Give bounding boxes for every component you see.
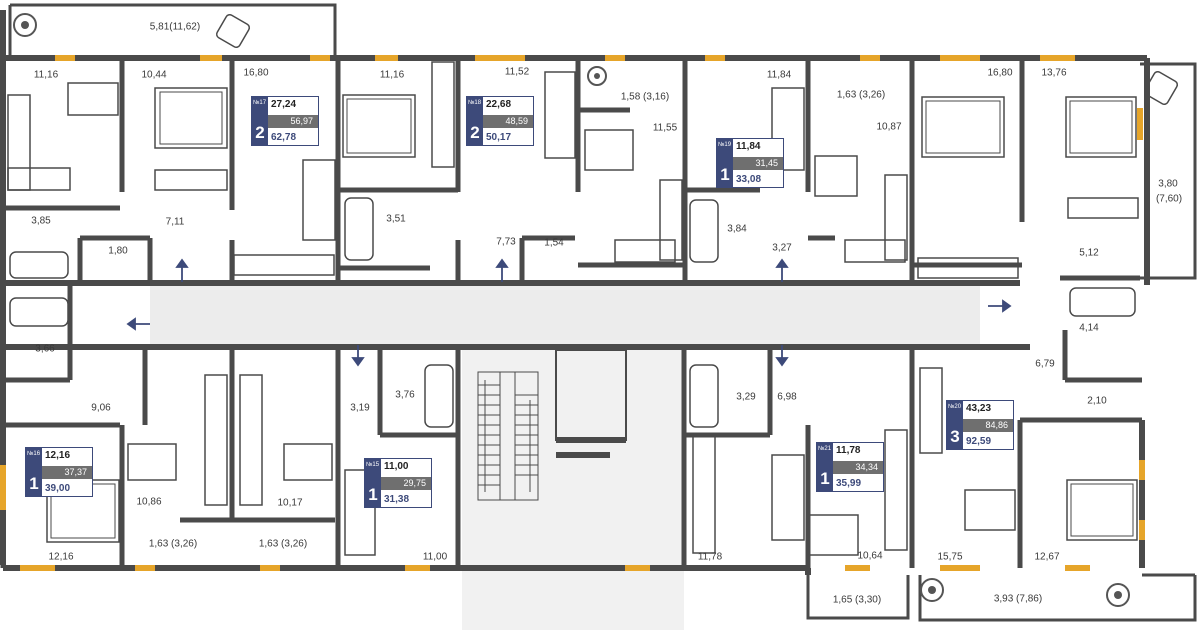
room-count: 2	[255, 123, 265, 142]
stairwell	[462, 348, 684, 630]
total-area-with-balcony: 33,08	[736, 174, 762, 185]
total-area-with-balcony: 31,38	[384, 494, 410, 505]
apartment-number: №21	[818, 446, 832, 452]
apartment-badge-19[interactable]: №19 1 11,84 31,45 33,08	[716, 138, 784, 188]
room-area-label: 11,16	[379, 69, 405, 81]
room-area-label: 3,84	[727, 223, 747, 235]
apartment-number: №17	[253, 100, 267, 106]
interior-walls	[0, 58, 1142, 568]
room-area-label: 3,80	[1158, 178, 1178, 190]
total-area-with-balcony: 39,00	[45, 483, 71, 494]
room-area-label: 5,12	[1079, 247, 1099, 259]
room-count: 1	[720, 165, 730, 184]
room-area-label: 2,10	[1087, 395, 1107, 407]
room-area-label: 3,19	[350, 402, 370, 414]
apartment-badge-16[interactable]: №16 1 12,16 37,37 39,00	[25, 447, 93, 497]
room-area-label: 4,14	[1079, 322, 1099, 334]
room-area-label: 1,58 (3,16)	[620, 91, 670, 103]
room-area-label: 1,65 (3,30)	[832, 594, 882, 606]
room-area-label: 3,76	[395, 389, 415, 401]
total-area-with-balcony: 92,59	[966, 436, 992, 447]
room-area-label: 3,66	[35, 343, 55, 355]
room-area-label: 11,55	[652, 122, 678, 134]
total-area-with-balcony: 35,99	[836, 478, 862, 489]
arrows	[126, 258, 1012, 367]
room-count: 2	[470, 123, 480, 142]
room-area-label: 11,00	[422, 551, 448, 563]
armchair-icons	[215, 13, 1179, 106]
room-area-label: 1,63 (3,26)	[836, 89, 886, 101]
total-area-with-balcony: 50,17	[486, 132, 512, 143]
room-area-label: 11,52	[504, 66, 530, 78]
total-area: 48,59	[483, 115, 533, 128]
apartment-number: №19	[718, 142, 732, 148]
room-area-label: 3,51	[386, 213, 406, 225]
room-area-label: 13,76	[1041, 67, 1067, 79]
room-area-label: 1,80	[108, 245, 128, 257]
room-area-label: 1,63 (3,26)	[258, 538, 308, 550]
room-area-label: 10,86	[136, 496, 162, 508]
living-area: 43,23	[966, 403, 992, 414]
room-area-label: 10,44	[141, 69, 167, 81]
room-area-label: 15,75	[937, 551, 963, 563]
room-count: 1	[29, 474, 39, 493]
room-area-label: 1,54	[544, 237, 564, 249]
plant-icons	[13, 13, 1130, 607]
room-area-label: 10,87	[876, 121, 902, 133]
room-area-label: (7,60)	[1155, 193, 1183, 205]
living-area: 22,68	[486, 99, 512, 110]
room-area-label: 7,73	[496, 236, 516, 248]
room-area-label: 7,11	[165, 216, 185, 228]
living-area: 27,24	[271, 99, 297, 110]
windows	[0, 55, 1145, 571]
room-area-label: 3,85	[31, 215, 51, 227]
room-area-label: 11,84	[766, 69, 792, 81]
apartment-badge-15[interactable]: №15 1 11,00 29,75 31,38	[364, 458, 432, 508]
total-area: 56,97	[268, 115, 318, 128]
stairs	[477, 371, 539, 501]
living-area: 12,16	[45, 450, 71, 461]
corridor	[150, 285, 980, 345]
apartment-number: №20	[948, 404, 962, 410]
loggias	[8, 3, 1197, 622]
room-area-label: 6,79	[1035, 358, 1055, 370]
total-area: 31,45	[733, 157, 783, 170]
apartment-badge-18[interactable]: №18 2 22,68 48,59 50,17	[466, 96, 534, 146]
total-area: 37,37	[42, 466, 92, 479]
furniture	[7, 61, 1139, 556]
room-count: 1	[820, 469, 830, 488]
room-count: 1	[368, 485, 378, 504]
room-area-label: 10,64	[857, 550, 883, 562]
living-area: 11,78	[836, 445, 861, 456]
room-area-label: 3,93 (7,86)	[993, 593, 1043, 605]
apartment-number: №18	[468, 100, 482, 106]
room-area-label: 12,16	[48, 551, 74, 563]
apartment-badge-17[interactable]: №17 2 27,24 56,97 62,78	[251, 96, 319, 146]
room-area-label: 3,29	[736, 391, 756, 403]
living-area: 11,84	[736, 141, 761, 152]
room-area-label: 16,80	[243, 67, 269, 79]
apartment-badge-21[interactable]: №21 1 11,78 34,34 35,99	[816, 442, 884, 492]
apartment-number: №16	[27, 451, 41, 457]
room-area-label: 11,16	[33, 69, 59, 81]
total-area-with-balcony: 62,78	[271, 132, 297, 143]
room-area-label: 9,06	[91, 402, 111, 414]
apartment-badge-20[interactable]: №20 3 43,23 84,86 92,59	[946, 400, 1014, 450]
room-area-label: 10,17	[277, 497, 303, 509]
room-count: 3	[950, 427, 960, 446]
room-area-label: 5,81(11,62)	[149, 21, 201, 33]
room-area-label: 11,78	[697, 551, 723, 563]
room-area-label: 6,98	[777, 391, 797, 403]
total-area: 34,34	[833, 461, 883, 474]
total-area: 84,86	[963, 419, 1013, 432]
apartment-number: №15	[366, 462, 380, 468]
room-area-label: 3,27	[772, 242, 792, 254]
room-area-label: 1,63 (3,26)	[148, 538, 198, 550]
living-area: 11,00	[384, 461, 409, 472]
total-area: 29,75	[381, 477, 431, 490]
room-area-label: 12,67	[1034, 551, 1060, 563]
room-area-label: 16,80	[987, 67, 1013, 79]
